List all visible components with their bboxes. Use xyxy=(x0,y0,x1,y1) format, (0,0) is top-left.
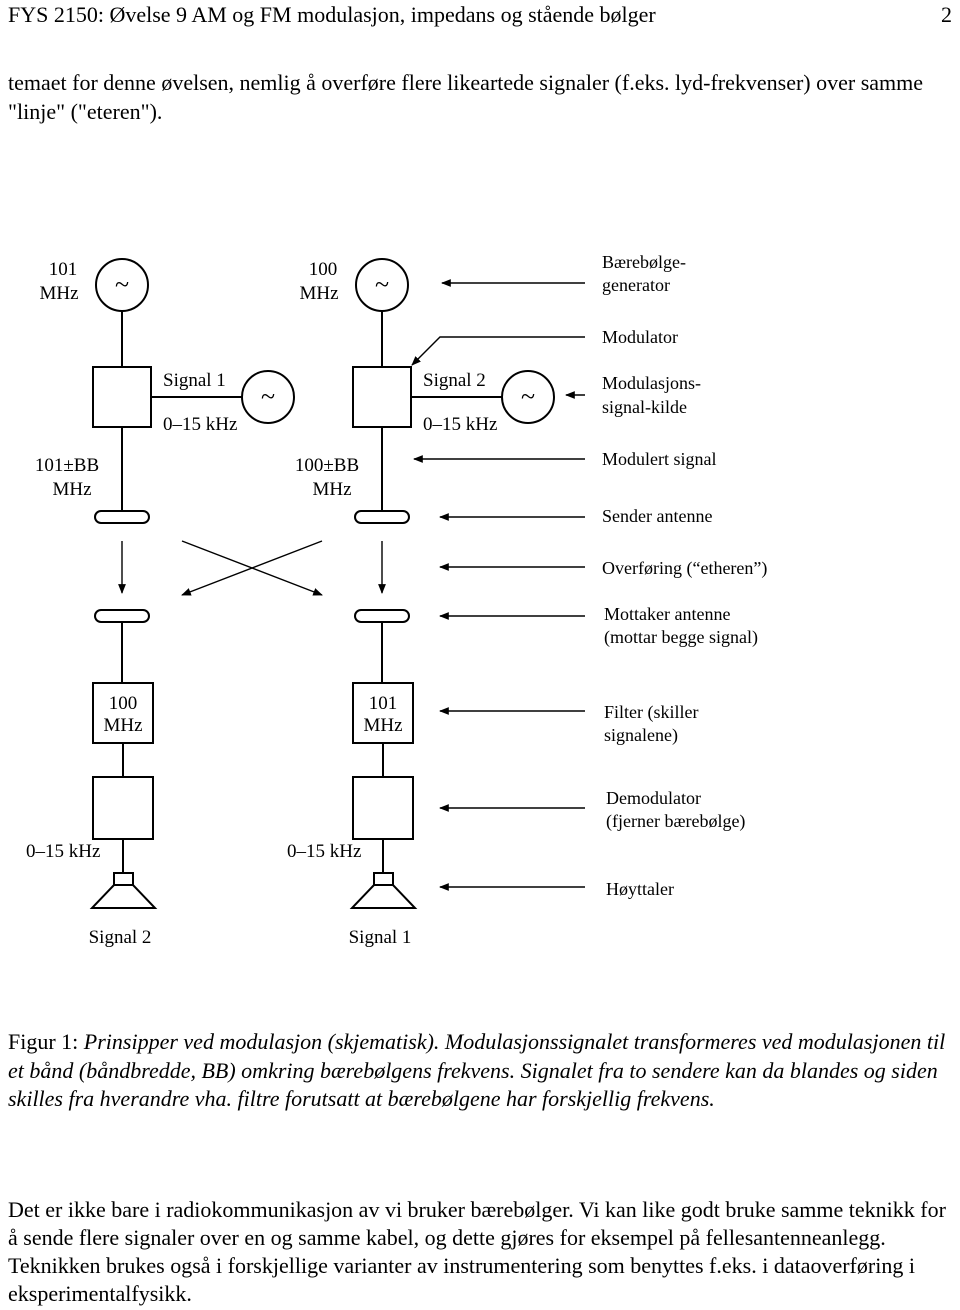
right-speaker-icon xyxy=(349,872,418,909)
label-transmission: Overføring (“etheren”) xyxy=(602,558,767,579)
right-chain: ~ 100 MHz ~ Signal 2 0–15 kHz 100±BB MHz… xyxy=(287,258,555,948)
right-demodulator-box xyxy=(352,776,414,840)
right-speaker-label: Signal 1 xyxy=(349,927,412,948)
left-demod-output: 0–15 kHz xyxy=(26,841,100,862)
right-band-unit: MHz xyxy=(312,479,351,500)
page-number: 2 xyxy=(941,2,952,27)
left-tx-antenna xyxy=(94,510,150,524)
label-carrier-generator-2: generator xyxy=(602,275,670,295)
caption-label: Figur 1: xyxy=(8,1029,79,1054)
right-carrier-unit: MHz xyxy=(299,283,338,304)
label-modulator: Modulator xyxy=(602,327,678,347)
left-demodulator-box xyxy=(92,776,154,840)
label-speaker: Høyttaler xyxy=(606,879,674,899)
side-arrows xyxy=(411,279,585,891)
left-speaker-icon xyxy=(89,872,158,909)
caption-text: Prinsipper ved modulasjon (skjematisk). … xyxy=(8,1029,946,1111)
label-modulated-signal: Modulert signal xyxy=(602,449,717,469)
label-mod-source-2: signal-kilde xyxy=(602,397,687,417)
left-speaker-label: Signal 2 xyxy=(89,927,152,948)
left-carrier-unit: MHz xyxy=(39,283,78,304)
left-modulator-box xyxy=(92,366,152,428)
right-signal-range: 0–15 kHz xyxy=(423,414,497,435)
label-carrier-generator-1: Bærebølge- xyxy=(602,252,686,272)
label-tx-antenna: Sender antenne xyxy=(602,506,712,526)
right-signal-generator xyxy=(501,370,555,424)
left-signal-range: 0–15 kHz xyxy=(163,414,237,435)
side-labels: Bærebølge- generator Modulator Modulasjo… xyxy=(602,252,767,899)
right-signal-tilde: ~ xyxy=(521,382,535,411)
label-rx-antenna-2: (mottar begge signal) xyxy=(604,627,758,648)
right-demod-output: 0–15 kHz xyxy=(287,841,361,862)
closing-paragraph: Det er ikke bare i radiokommunikasjon av… xyxy=(8,1197,946,1306)
left-filter-unit: MHz xyxy=(103,715,142,736)
right-modulator-box xyxy=(352,366,412,428)
right-filter-freq: 101 xyxy=(369,693,398,714)
left-chain: ~ 101 MHz ~ Signal 1 0–15 kHz 101±BB MHz… xyxy=(26,258,295,948)
intro-paragraph: temaet for denne øvelsen, nemlig å overf… xyxy=(8,70,924,124)
right-filter-unit: MHz xyxy=(363,715,402,736)
left-carrier-tilde: ~ xyxy=(115,270,129,299)
left-rx-antenna xyxy=(94,609,150,623)
right-tx-antenna xyxy=(354,510,410,524)
left-band-unit: MHz xyxy=(52,479,91,500)
label-rx-antenna-1: Mottaker antenne xyxy=(604,604,730,624)
right-signal-label: Signal 2 xyxy=(423,370,486,391)
label-demodulator-2: (fjerner bærebølge) xyxy=(606,811,745,832)
left-carrier-freq: 101 xyxy=(49,259,78,280)
figure-caption: Figur 1: Prinsipper ved modulasjon (skje… xyxy=(8,1028,953,1114)
left-signal-label: Signal 1 xyxy=(163,370,226,391)
right-carrier-tilde: ~ xyxy=(375,270,389,299)
modulation-diagram: ~ 101 MHz ~ Signal 1 0–15 kHz 101±BB MHz… xyxy=(26,252,767,948)
right-carrier-freq: 100 xyxy=(309,259,338,280)
ether-crossing xyxy=(181,540,323,596)
label-filter-1: Filter (skiller xyxy=(604,702,698,723)
label-filter-2: signalene) xyxy=(604,725,678,746)
page-header: FYS 2150: Øvelse 9 AM og FM modulasjon, … xyxy=(8,2,952,32)
left-signal-generator xyxy=(241,370,295,424)
left-band-top: 101±BB xyxy=(35,455,99,476)
left-filter-freq: 100 xyxy=(109,693,138,714)
label-demodulator-1: Demodulator xyxy=(606,788,701,808)
label-mod-source-1: Modulasjons- xyxy=(602,373,701,393)
right-rx-antenna xyxy=(354,609,410,623)
right-band-top: 100±BB xyxy=(295,455,359,476)
left-signal-tilde: ~ xyxy=(261,382,275,411)
header-title: FYS 2150: Øvelse 9 AM og FM modulasjon, … xyxy=(8,2,656,27)
